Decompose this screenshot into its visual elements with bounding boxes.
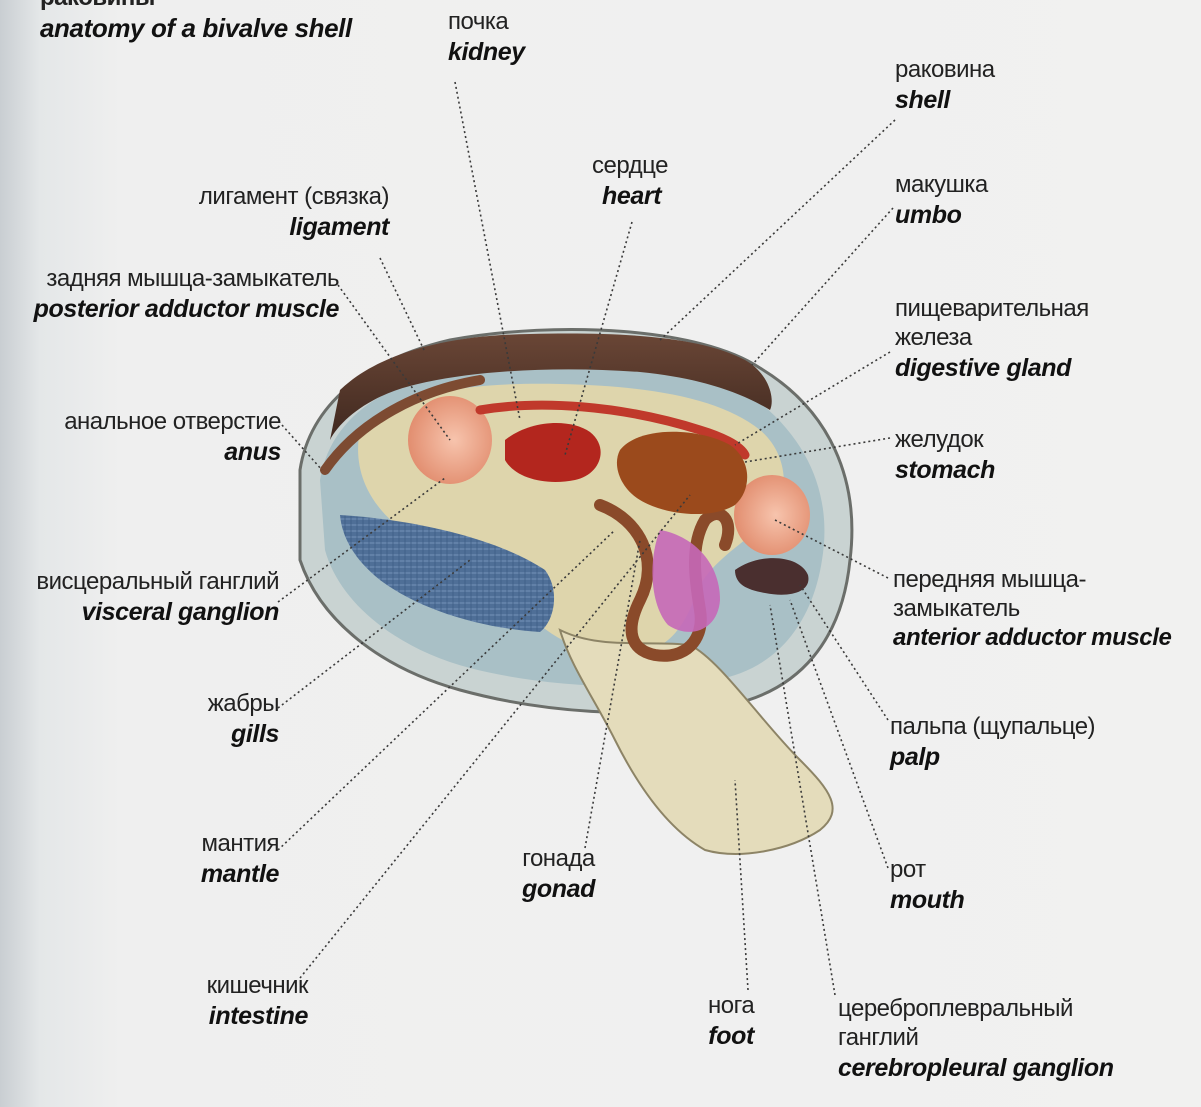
label-digestive-gland: пищеварительная железа digestive gland xyxy=(895,295,1089,383)
label-kidney: почка kidney xyxy=(448,8,525,67)
label-gills: жабры gills xyxy=(208,690,279,749)
label-intestine: кишечник intestine xyxy=(207,972,308,1031)
label-foot: нога foot xyxy=(708,992,754,1051)
label-shell: раковина shell xyxy=(895,56,995,115)
label-anus: анальное отверстие anus xyxy=(64,408,281,467)
heart-shape xyxy=(505,423,601,482)
title-block: раковины anatomy of a bivalve shell xyxy=(40,0,352,44)
label-anterior-adductor: передняя мышца- замыкатель anterior addu… xyxy=(893,566,1171,652)
label-ligament: лигамент (связка) ligament xyxy=(199,183,389,242)
leader-shell xyxy=(660,120,895,340)
leader-umbo xyxy=(752,208,893,365)
label-cerebropleural-ganglion: цереброплевральный ганглий cerebropleura… xyxy=(838,995,1114,1083)
title-en: anatomy of a bivalve shell xyxy=(40,13,352,44)
leader-ligament xyxy=(380,258,425,352)
label-posterior-adductor: задняя мышца-замыкатель posterior adduct… xyxy=(34,265,339,324)
label-mouth: рот mouth xyxy=(890,856,964,915)
label-visceral-ganglion: висцеральный ганглий visceral ganglion xyxy=(36,568,279,627)
label-gonad: гонада gonad xyxy=(522,845,595,904)
label-umbo: макушка umbo xyxy=(895,171,988,230)
label-mantle: мантия mantle xyxy=(201,830,279,889)
label-stomach: желудок stomach xyxy=(895,426,995,485)
title-ru: раковины xyxy=(40,0,352,13)
label-palp: пальпа (щупальце) palp xyxy=(890,713,1095,772)
label-heart: сердце heart xyxy=(592,152,668,211)
